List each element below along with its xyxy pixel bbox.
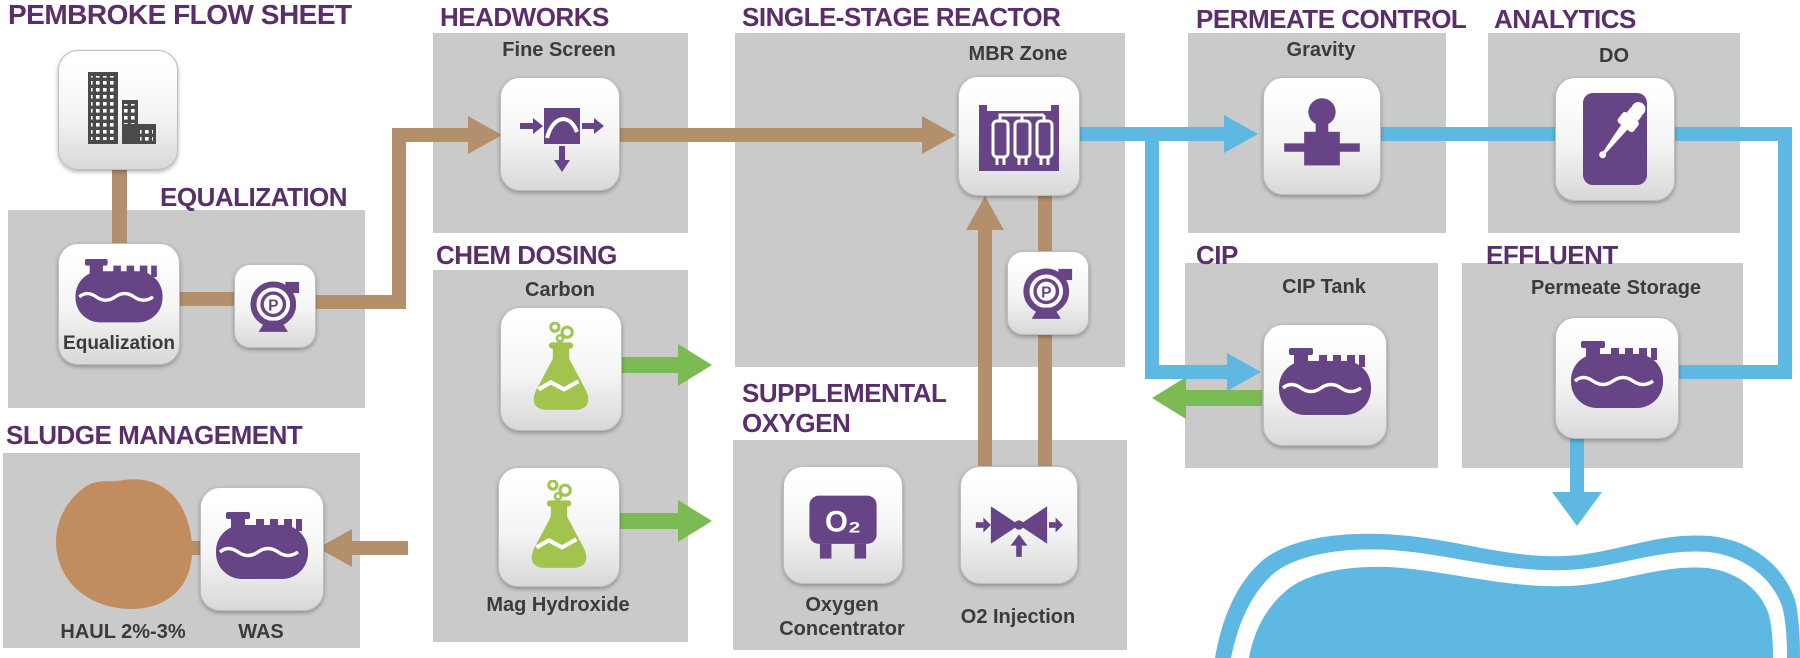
carbon-dose-arrowhead — [678, 344, 712, 386]
header-permeate-control: PERMEATE CONTROL — [1196, 4, 1467, 34]
o2-return-line — [978, 228, 992, 472]
eq-riser-line — [392, 128, 406, 309]
oxygen-concentrator-icon: O₂ — [809, 495, 877, 559]
to-cip-tank-arrowhead — [1227, 353, 1261, 391]
cip-branch-down-line — [1145, 127, 1159, 379]
sludge-feed-line — [352, 541, 408, 555]
oxygen-concentrator-button[interactable]: O₂ — [783, 466, 903, 584]
header-sludge-management: SLUDGE MANAGEMENT — [6, 420, 303, 450]
gravity-to-do-line — [1379, 127, 1557, 141]
storage-tank-icon — [75, 259, 163, 323]
was-label: WAS — [238, 621, 284, 643]
o2-injection-label: O2 Injection — [960, 606, 1076, 628]
to-permeate-storage-line — [1675, 365, 1792, 379]
mbr-zone-button[interactable] — [958, 76, 1080, 196]
eq-tank-to-pump-line — [178, 292, 238, 306]
cip-tank-label: CIP Tank — [1282, 276, 1366, 298]
to-cip-tank-line — [1145, 365, 1227, 379]
headworks-to-mbr-line — [618, 128, 922, 142]
header-single-stage-reactor: SINGLE-STAGE REACTOR — [742, 2, 1061, 32]
pump-icon: P — [250, 281, 300, 332]
mag-dose-arrowhead — [678, 500, 712, 542]
haul-sludge-blob — [56, 479, 193, 609]
gravity-valve-icon — [1284, 98, 1360, 166]
receiving-water — [1215, 533, 1800, 658]
equalization-tank-button[interactable] — [58, 243, 180, 365]
cip-return-arrowhead — [1152, 377, 1186, 419]
do-analyzer-button[interactable] — [1555, 77, 1675, 201]
mag-dose-line — [618, 513, 680, 529]
influent-source-button[interactable] — [58, 50, 178, 170]
city-buildings-icon — [88, 72, 156, 144]
header-analytics: ANALYTICS — [1494, 4, 1636, 34]
recirculation-pump-button[interactable]: P — [1007, 251, 1089, 335]
to-gravity-arrowhead — [1224, 115, 1258, 153]
storage-tank-icon — [1571, 341, 1663, 408]
storage-tank-icon — [216, 512, 308, 579]
fine-screen-icon — [520, 108, 604, 172]
gravity-label: Gravity — [1286, 39, 1356, 61]
cip-tank-button[interactable] — [1263, 324, 1387, 446]
mag-hydroxide-flask-button[interactable] — [498, 467, 620, 587]
do-label: DO — [1599, 45, 1629, 67]
mbr-zone-label: MBR Zone — [968, 43, 1068, 65]
page-title: PEMBROKE FLOW SHEET — [8, 0, 352, 30]
header-equalization: EQUALIZATION — [160, 182, 348, 212]
injection-valve-icon — [975, 506, 1064, 557]
gravity-control-button[interactable] — [1263, 77, 1381, 195]
storage-discharge-line — [1570, 435, 1584, 493]
permeate-storage-label: Permeate Storage — [1530, 277, 1702, 299]
carbon-label: Carbon — [525, 279, 595, 301]
dropper-icon — [1583, 93, 1647, 185]
header-headworks: HEADWORKS — [440, 2, 609, 32]
oxygen-concentrator-label-line2: Concentrator — [779, 618, 905, 640]
influent-line — [112, 166, 127, 248]
do-out-line — [1673, 127, 1792, 141]
header-effluent: EFFLUENT — [1486, 240, 1618, 270]
header-cip: CIP — [1196, 240, 1238, 270]
effluent-down-line — [1778, 127, 1792, 379]
o2-injection-button[interactable] — [960, 466, 1078, 584]
oxygen-concentrator-label-line1: Oxygen — [805, 594, 879, 616]
header-chem-dosing: CHEM DOSING — [436, 240, 617, 270]
o2-return-arrowhead — [966, 196, 1004, 230]
membrane-bioreactor-icon — [979, 105, 1059, 171]
o2-text: O₂ — [825, 505, 861, 538]
haul-label: HAUL 2%-3% — [60, 621, 186, 643]
header-oxygen: OXYGEN — [742, 408, 851, 438]
header-supplemental: SUPPLEMENTAL — [742, 378, 947, 408]
was-tank-button[interactable] — [200, 487, 324, 611]
to-headworks-line — [392, 128, 468, 142]
equalization-pump-button[interactable]: P — [234, 264, 316, 348]
mag-hydroxide-label: Mag Hydroxide — [486, 594, 630, 616]
pump-icon: P — [1023, 268, 1073, 319]
fine-screen-button[interactable] — [500, 77, 620, 191]
to-headworks-arrowhead — [468, 116, 502, 154]
pump-letter: P — [1041, 284, 1051, 301]
permeate-storage-button[interactable] — [1555, 317, 1679, 439]
pump-letter: P — [268, 297, 278, 314]
chemical-flask-icon — [531, 480, 587, 568]
fine-screen-label: Fine Screen — [502, 39, 616, 61]
cip-return-line — [1186, 390, 1262, 406]
carbon-flask-button[interactable] — [500, 307, 622, 431]
carbon-dose-line — [618, 357, 680, 373]
to-mbr-arrowhead — [922, 116, 956, 154]
storage-tank-icon — [1279, 348, 1371, 415]
eq-pump-out-line — [312, 295, 406, 309]
discharge-arrowhead — [1552, 492, 1602, 526]
chemical-flask-icon — [533, 322, 589, 410]
equalization-tank-label: Equalization — [63, 333, 175, 354]
